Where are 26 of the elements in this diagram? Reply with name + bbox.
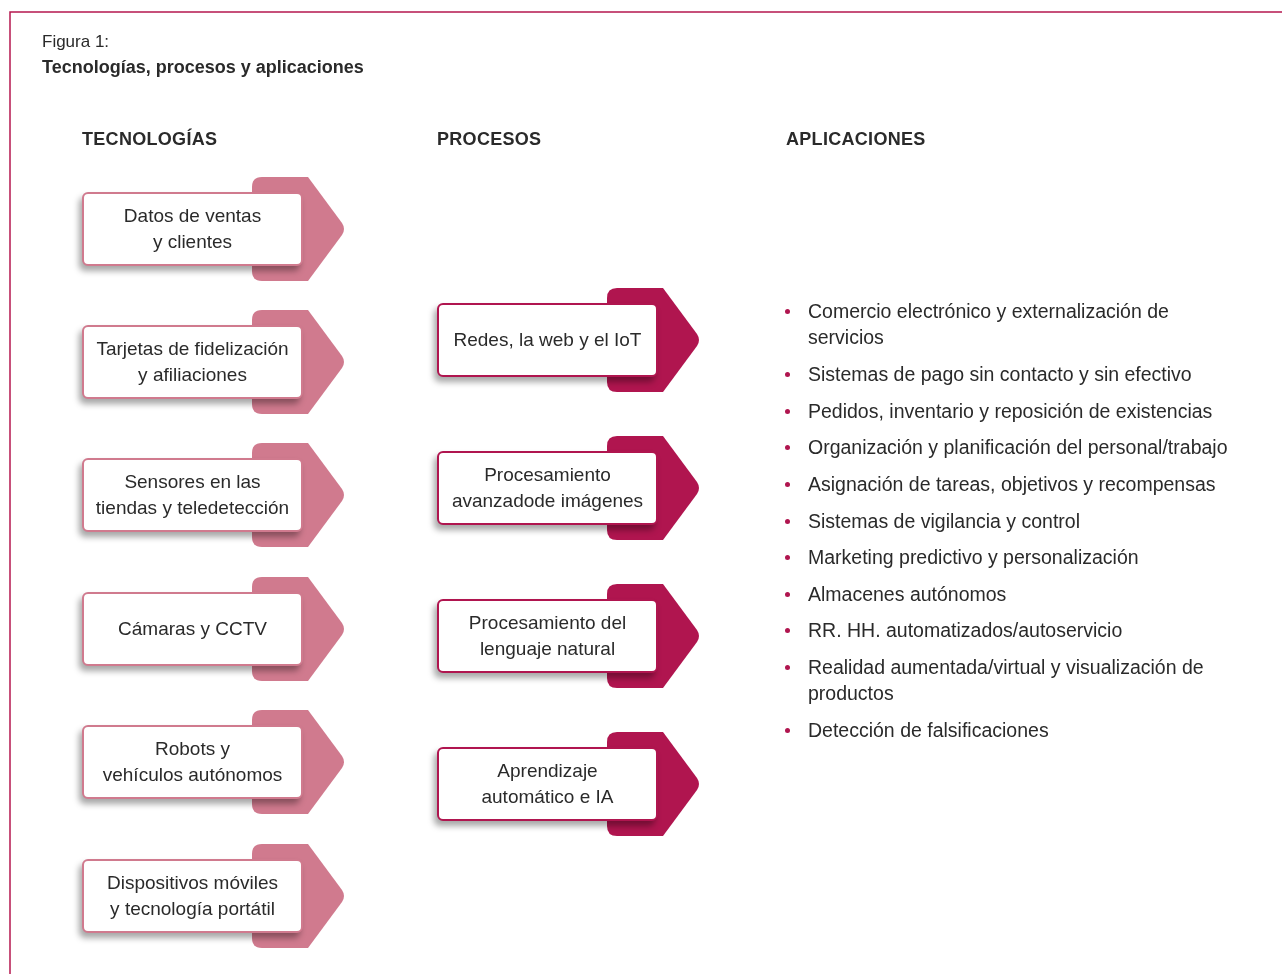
column-heading: APLICACIONES bbox=[786, 129, 926, 150]
technology-card: Tarjetas de fidelización y afiliaciones bbox=[82, 325, 303, 399]
column-heading: TECNOLOGÍAS bbox=[82, 129, 218, 150]
list-item: RR. HH. automatizados/autoservicio bbox=[808, 618, 1124, 643]
list-item: Sistemas de pago sin contacto y sin efectivo bbox=[808, 362, 1193, 387]
list-item: Sistemas de vigilancia y control bbox=[808, 509, 1082, 534]
process-card: Procesamiento avanzadode imágenes bbox=[437, 451, 658, 525]
technology-card: Cámaras y CCTV bbox=[82, 592, 303, 666]
list-item: Marketing predictivo y personalización bbox=[808, 545, 1140, 570]
technology-card: Datos de ventas y clientes bbox=[82, 192, 303, 266]
list-item: Pedidos, inventario y reposición de existencias bbox=[808, 399, 1214, 424]
list-item: Detección de falsificaciones bbox=[808, 718, 1050, 743]
process-card: Redes, la web y el IoT bbox=[437, 303, 658, 377]
technology-card: Robots y vehículos autónomos bbox=[82, 725, 303, 799]
process-card: Procesamiento del lenguaje natural bbox=[437, 599, 658, 673]
list-item: Almacenes autónomos bbox=[808, 582, 1008, 607]
list-item: Organización y planificación del personal/trabajo bbox=[808, 435, 1229, 460]
list-item: Asignación de tareas, objetivos y recompensas bbox=[808, 472, 1217, 497]
column-heading: PROCESOS bbox=[437, 129, 542, 150]
process-card: Aprendizaje automático e IA bbox=[437, 747, 658, 821]
list-item: Comercio electrónico y externalización de servicios bbox=[808, 299, 1170, 350]
figure-number: Figura 1: bbox=[42, 32, 110, 52]
technology-card: Dispositivos móviles y tecnología portátil bbox=[82, 859, 303, 933]
technology-card: Sensores en las tiendas y teledetección bbox=[82, 458, 303, 532]
list-item: Realidad aumentada/virtual y visualización de productos bbox=[808, 655, 1205, 706]
figure-title: Tecnologías, procesos y aplicaciones bbox=[42, 57, 364, 78]
